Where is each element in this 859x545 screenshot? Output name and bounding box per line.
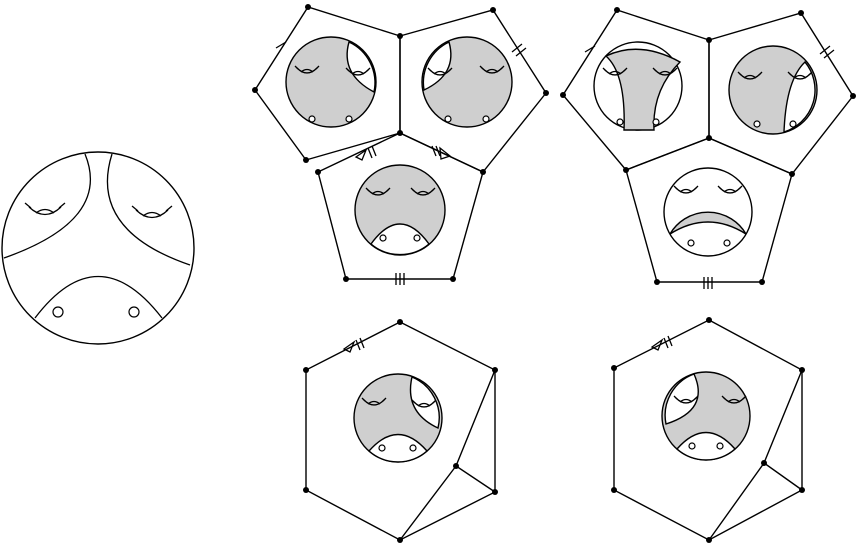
- left-arc: [3, 153, 91, 259]
- disk-top-right: [728, 45, 818, 135]
- vertices: [252, 4, 549, 282]
- double-tick-mark: [511, 43, 527, 57]
- vertices: [303, 319, 498, 543]
- hexagon-with-triangle: [303, 319, 498, 543]
- puncture-left: [52, 306, 64, 318]
- triple-tick-mark: [395, 273, 405, 285]
- pentagon-bottom: [625, 137, 793, 283]
- pentagon-top-right: [708, 12, 854, 175]
- three-pentagon-decomposition: [252, 4, 549, 285]
- triangle-arrow-mark: [650, 335, 673, 351]
- three-pentagon-decomposition-alt: [560, 7, 856, 289]
- disk-top-left: [593, 41, 683, 131]
- disk-hexagon: [661, 371, 751, 461]
- disk-hexagon: [353, 373, 443, 463]
- hexagon-with-triangle-alt: [611, 317, 805, 543]
- vertices: [611, 317, 805, 543]
- disk-bottom: [663, 167, 753, 257]
- pentagon-bottom: [317, 132, 484, 280]
- triangle-arrow-mark: [342, 337, 365, 353]
- disk-bottom: [354, 164, 446, 256]
- right-arc: [106, 153, 191, 266]
- surface-disk: [1, 151, 195, 345]
- disk-top-left: [285, 36, 377, 128]
- disk-top-right: [421, 36, 513, 128]
- pentagon-top-right: [399, 9, 547, 173]
- puncture-right: [128, 306, 140, 318]
- bottom-arc: [34, 275, 163, 319]
- vertices: [560, 7, 856, 285]
- triangle-arrow-left-mark: [354, 145, 377, 161]
- double-tick-mark: [819, 45, 835, 59]
- single-tick-mark: [584, 45, 596, 53]
- outer-circle: [1, 151, 195, 345]
- triangle-arrow-right-mark: [431, 145, 452, 160]
- triple-tick-mark: [703, 277, 713, 289]
- single-tick-mark: [275, 41, 287, 49]
